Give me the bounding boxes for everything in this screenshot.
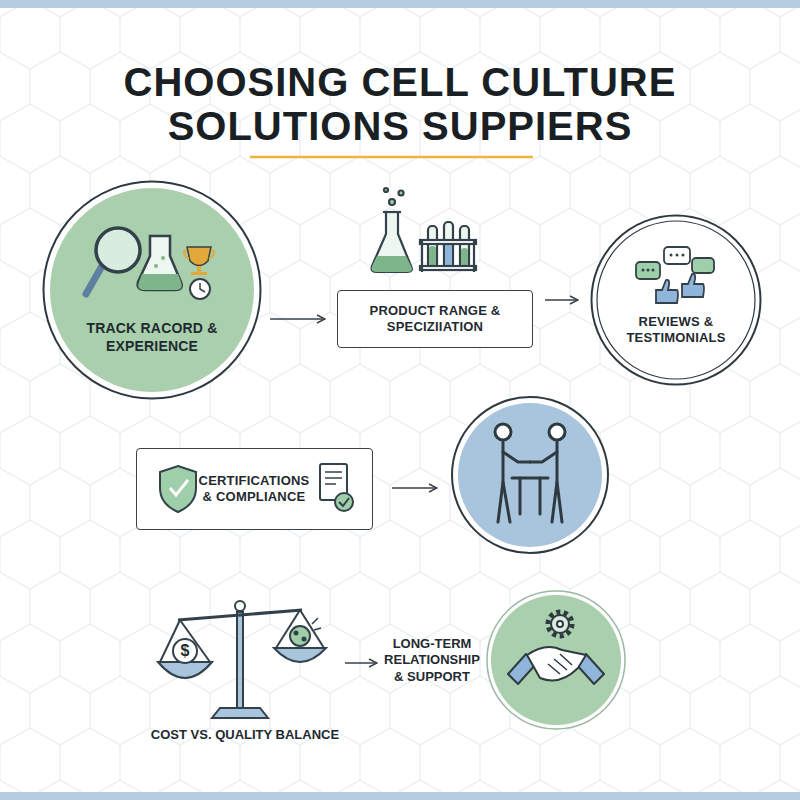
step-label: CERTIFICATIONS & COMPLIANCE bbox=[197, 473, 312, 506]
flow-arrow bbox=[345, 662, 377, 664]
step-box: PRODUCT RANGE & SPECIZIIATION bbox=[337, 290, 533, 348]
bottom-bar bbox=[0, 792, 800, 800]
circle-outline bbox=[590, 214, 762, 386]
step-box: CERTIFICATIONS & COMPLIANCE bbox=[136, 448, 373, 530]
relationship-circle bbox=[487, 591, 625, 729]
step-circle: TRACK RACORD & EXPERIENCE bbox=[42, 180, 262, 400]
flow-arrow bbox=[392, 487, 437, 489]
step-caption: COST VS. QUALITY BALANCE bbox=[130, 727, 360, 743]
circle-ring bbox=[592, 216, 761, 385]
step-label: REVIEWS & TESTIMONIALS bbox=[611, 314, 741, 347]
connector-arrow bbox=[545, 299, 578, 301]
reviews-icons bbox=[636, 247, 714, 303]
certification-icons bbox=[160, 464, 353, 512]
step-label: PRODUCT RANGE & SPECIZIIATION bbox=[350, 303, 520, 336]
lab-glassware-icon bbox=[372, 188, 476, 272]
top-bar bbox=[0, 0, 800, 8]
diagram-title: CHOOSING CELL CULTURE SOLUTIONS SUPPIERS bbox=[80, 60, 720, 148]
step-caption: LONG-TERM RELATIONSHIP & SUPPORT bbox=[380, 636, 484, 685]
track-record-icons bbox=[86, 228, 214, 299]
circle-ring bbox=[44, 182, 261, 399]
circle-outline bbox=[42, 180, 262, 400]
balance-scale-icon bbox=[158, 601, 326, 718]
step-circle: REVIEWS & TESTIMONIALS bbox=[590, 214, 762, 386]
title-underline bbox=[250, 156, 533, 159]
partnership-circle bbox=[452, 397, 608, 553]
circle-inner-ring bbox=[597, 221, 755, 379]
circle-fill bbox=[50, 188, 254, 392]
step-label: TRACK RACORD & EXPERIENCE bbox=[77, 320, 227, 355]
coin-symbol: $ bbox=[175, 641, 195, 661]
connector-arrow bbox=[270, 318, 325, 320]
